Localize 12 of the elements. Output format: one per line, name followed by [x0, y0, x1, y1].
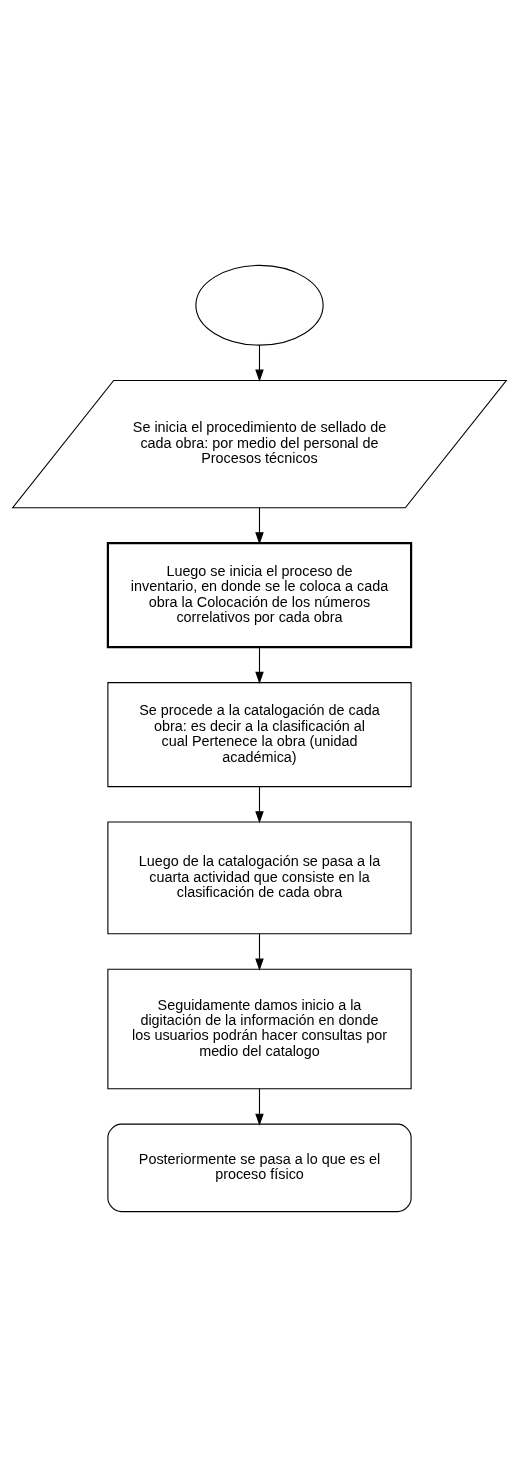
- node-box: Luego se inicia el proceso de inventario, en donde se le coloca a cada obra la Colocación de los números correlativos por cada obra: [106, 542, 413, 649]
- arrow: [255, 933, 264, 971]
- node-box: Se procede a la catalogación de cada obra: es decir a la clasificación al cual Pertenece la obra (unidad académica): [107, 682, 412, 788]
- node-box: Posteriormente se pasa a lo que es el proceso físico: [107, 1123, 412, 1213]
- node-oval: [195, 264, 324, 346]
- arrow: [255, 344, 264, 382]
- node-box: Luego de la catalogación se pasa a la cuarta actividad que consiste en la clasificación de cada obra: [107, 821, 412, 935]
- arrow: [255, 1088, 264, 1126]
- arrow: [255, 646, 264, 685]
- node-box: Seguidamente damos inicio a la digitación de la información en donde los usuarios podrán hacer consultas por medio del catalogo: [107, 968, 412, 1090]
- arrow: [255, 786, 264, 824]
- arrow: [255, 507, 264, 545]
